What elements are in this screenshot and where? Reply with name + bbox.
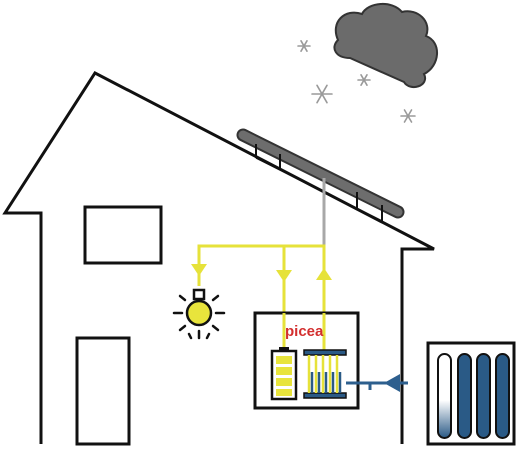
solar-panel: [236, 128, 405, 222]
energy-arrows: [191, 264, 332, 282]
battery-icon: [270, 347, 298, 401]
house-outline: [2, 71, 435, 444]
cloud-shape: [333, 3, 438, 89]
brand-logo: picea: [285, 323, 324, 340]
door: [75, 336, 131, 446]
hydrogen-tank-icon: [437, 353, 510, 439]
snowflake-icon: [311, 84, 333, 104]
hydrogen-flow-line: [346, 374, 408, 392]
arrow-up-icon: [316, 268, 332, 280]
light-bulb-icon: [172, 288, 226, 340]
arrow-left-icon: [384, 374, 400, 392]
snow-cloud-icon: [333, 3, 438, 89]
snowflake-icon: [357, 74, 371, 86]
window: [83, 205, 163, 265]
snowfall: [297, 40, 416, 123]
snowflake-icon: [400, 109, 416, 123]
snowflake-icon: [297, 40, 311, 52]
arrow-down-icon: [276, 270, 292, 282]
fuel-cell-icon: [303, 349, 347, 399]
arrow-down-icon: [191, 264, 207, 276]
